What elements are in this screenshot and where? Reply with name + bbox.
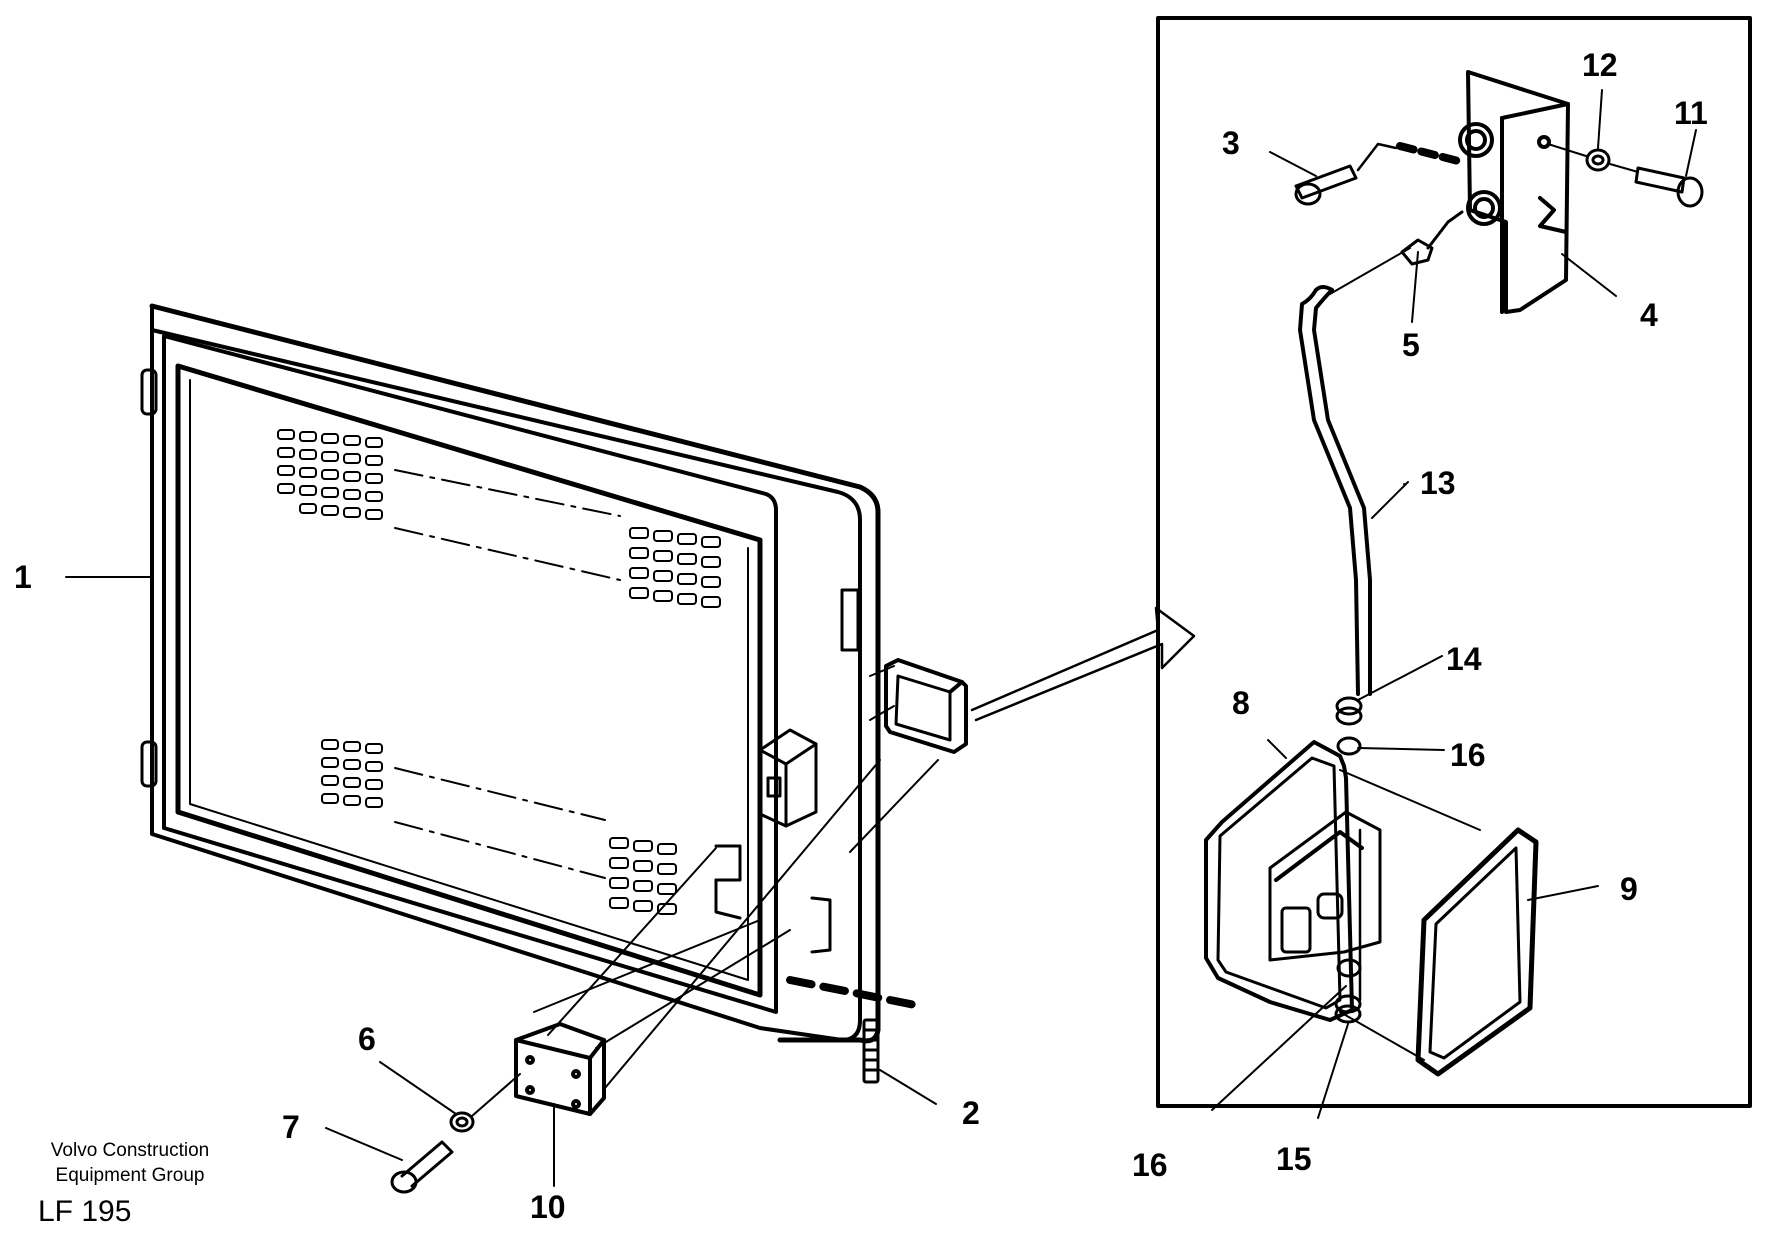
handle-part — [884, 658, 968, 754]
part-14-spacer — [1335, 696, 1363, 726]
recess-outline — [714, 844, 832, 954]
detail-arrow — [970, 606, 1196, 722]
part-16-washer-upper — [1336, 736, 1362, 756]
part-9-gasket — [1415, 827, 1539, 1077]
part-16-washer-lower — [1336, 958, 1362, 978]
part-11-bolt — [1634, 166, 1704, 208]
dashed-bolt-path — [1396, 142, 1466, 166]
part-10-bracket — [514, 1022, 606, 1116]
part-7-bolt — [390, 1140, 454, 1194]
panel-edge-strip — [840, 588, 860, 652]
callout-labels: 1 2 3 4 5 6 7 8 9 10 11 12 13 14 16 16 1… — [14, 47, 1708, 1225]
part-3-bolt — [1294, 142, 1398, 206]
part-15-nut — [1334, 994, 1362, 1024]
door-panel — [140, 303, 881, 1044]
callout-leaders — [65, 89, 1697, 1187]
panel-vent-grille — [277, 429, 721, 915]
callout-8: 8 — [1232, 685, 1250, 721]
part-2-strip — [862, 1018, 880, 1084]
part-8-housing — [1204, 740, 1382, 1022]
callout-4: 4 — [1640, 297, 1658, 333]
callout-14: 14 — [1446, 641, 1482, 677]
callout-9: 9 — [1620, 871, 1638, 907]
callout-2: 2 — [962, 1095, 980, 1131]
part-13-rod — [1298, 247, 1411, 696]
callout-11: 11 — [1674, 95, 1708, 131]
callout-16-upper: 16 — [1450, 737, 1486, 773]
part-6-washer — [449, 1073, 521, 1133]
callout-1: 1 — [14, 559, 32, 595]
callout-13: 13 — [1420, 465, 1456, 501]
footer-company-line-2: Equipment Group — [55, 1165, 205, 1186]
callout-10: 10 — [530, 1189, 566, 1225]
footer-company-line-1: Volvo Construction — [50, 1140, 210, 1161]
callout-3: 3 — [1222, 125, 1240, 161]
callout-5: 5 — [1402, 327, 1420, 363]
part-4-hinge-plate — [1458, 70, 1570, 314]
projection-lines — [533, 665, 939, 1089]
callout-15: 15 — [1276, 1141, 1312, 1177]
callout-6: 6 — [358, 1021, 376, 1057]
dashed-leader — [786, 976, 924, 1010]
callout-12: 12 — [1582, 47, 1618, 83]
callout-16-lower: 16 — [1132, 1147, 1168, 1183]
callout-7: 7 — [282, 1109, 300, 1145]
part-12-washer — [1547, 143, 1639, 173]
footer-drawing-code: LF 195 — [38, 1195, 132, 1228]
panel-latch — [758, 728, 818, 828]
detail-frame — [1156, 16, 1752, 1108]
part-5-clip — [1400, 210, 1464, 266]
